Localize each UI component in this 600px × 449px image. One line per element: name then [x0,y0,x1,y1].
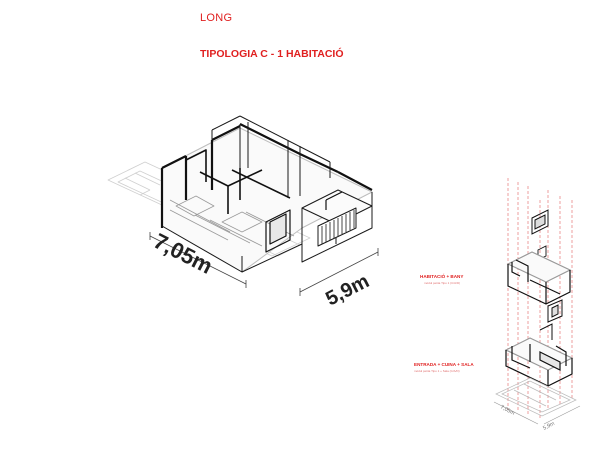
exploded-middle-elements [539,299,563,340]
exploded-dimension-length-label: 7,05m [499,404,516,416]
outer-walls [160,123,373,228]
upper-module-sublabel: mòdul petita Tipo 1 (C/A/D) [424,281,460,285]
exploded-window-top [531,209,549,235]
exploded-axonometric [493,178,581,425]
dimension-width-label: 5,9m [322,270,373,310]
balcony-grille [321,210,355,244]
exploded-dimension-width-label: 5,9m [542,421,556,432]
exploded-dimension-lines [493,401,581,425]
upper-module-label: HABITACIÓ + BANY [420,272,463,279]
exploded-lower-module [504,337,574,387]
exploded-ground-plan [495,377,577,417]
dimension-width-line [299,248,379,296]
dimension-length-line [149,232,247,288]
typology-subtitle: TIPOLOGIA C - 1 HABITACIÓ [200,48,344,60]
back-walls [211,115,331,198]
lower-module-label: ENTRADA + CUINA + SALA [414,362,474,367]
main-axonometric [107,115,379,296]
drawing-title: LONG [200,12,233,24]
balcony-module [301,189,373,262]
exploded-upper-module [506,251,572,305]
front-window [265,191,343,253]
lower-module-sublabel: mòdul petita Tipo 1 + Sala (C/A/D) [414,369,460,373]
interior-partitions [185,149,291,214]
